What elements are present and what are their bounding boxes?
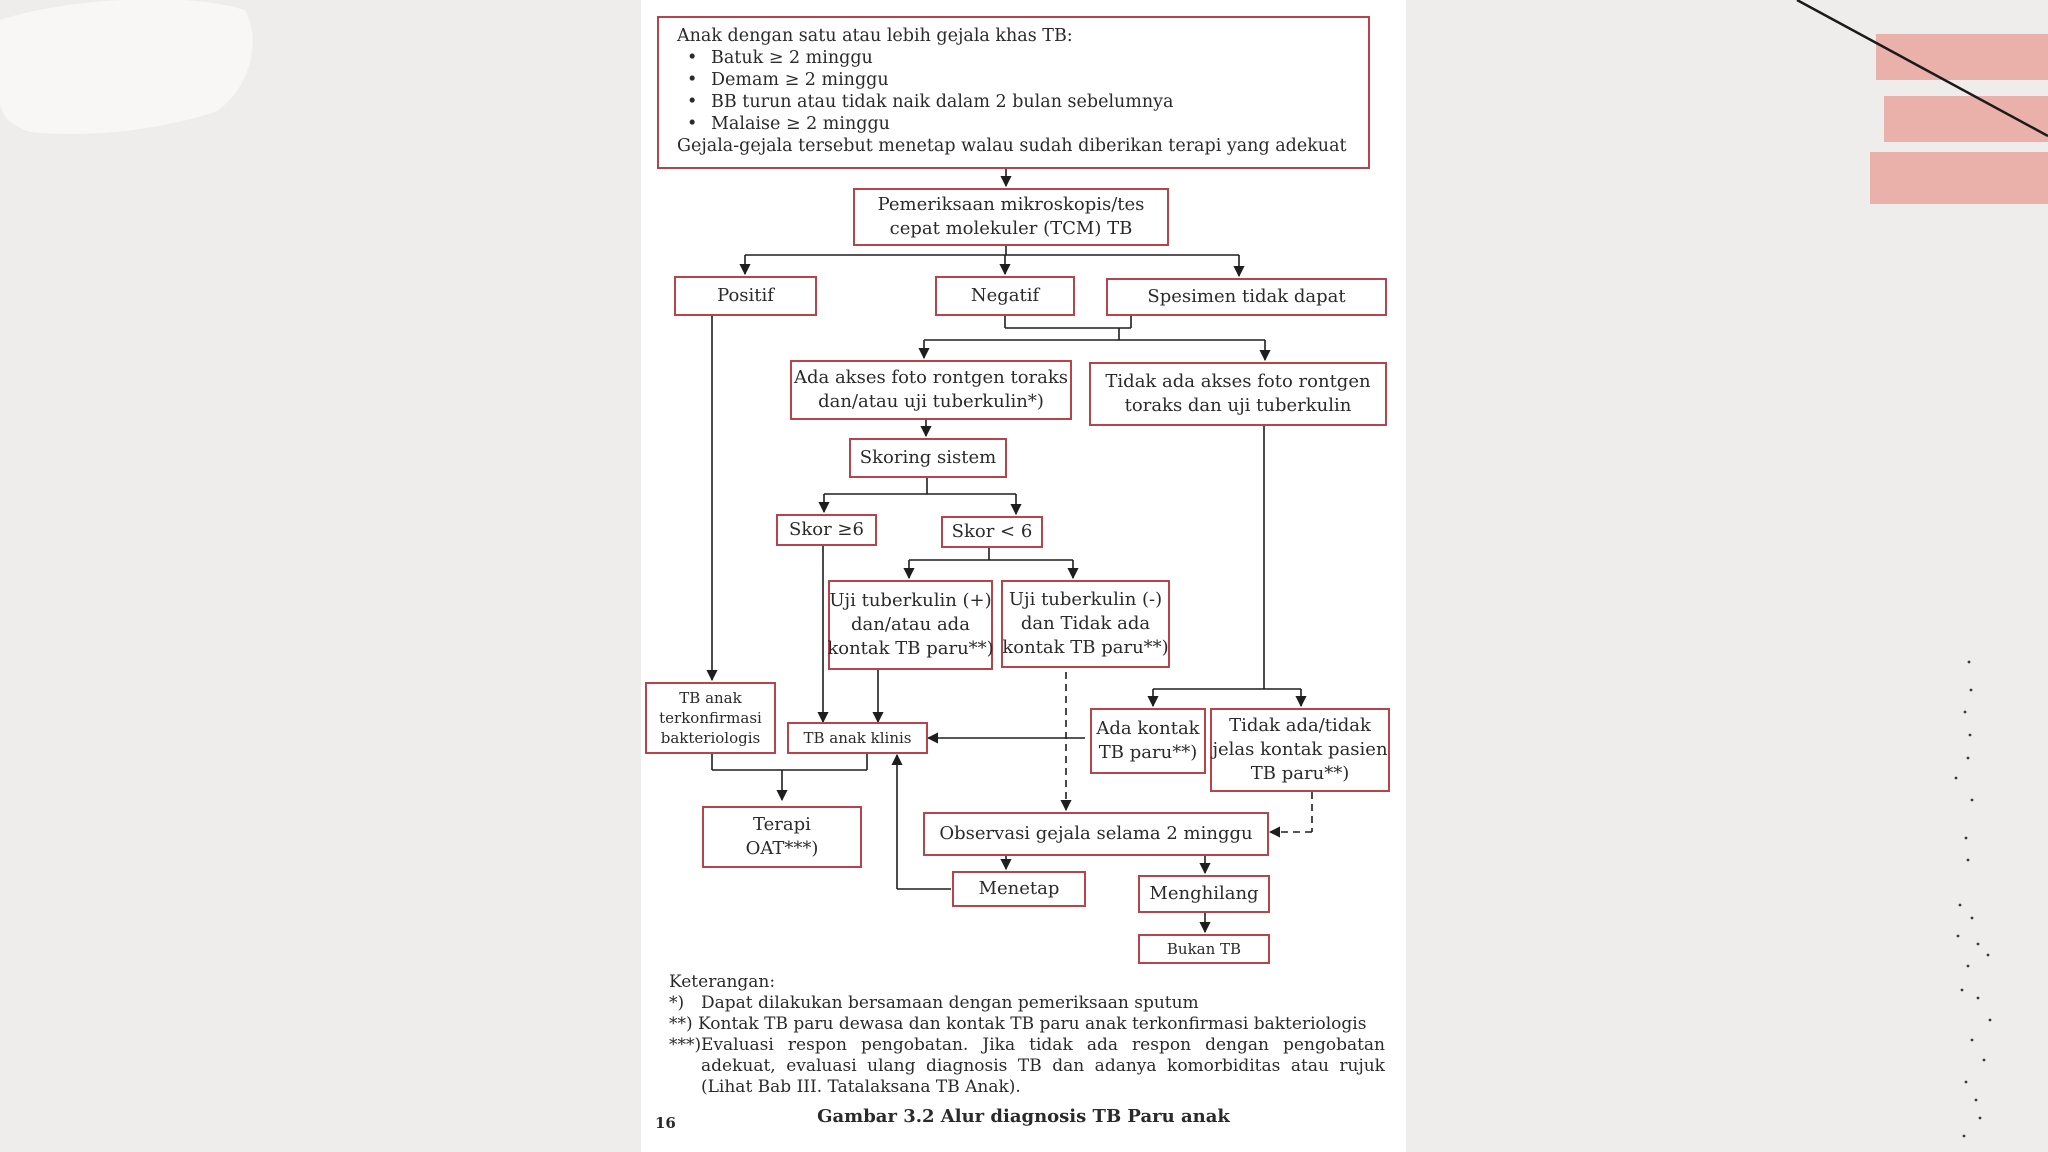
bukan-tb-label: Bukan TB <box>1166 940 1242 958</box>
ada-akses-line: Ada akses foto rontgen toraks <box>793 367 1069 388</box>
ada-kontak-line: TB paru**) <box>1098 742 1198 763</box>
tb-klinis-label: TB anak klinis <box>803 729 912 747</box>
tidak-kontak-line: Tidak ada/tidak <box>1229 715 1371 736</box>
tidak-kontak-line: TB paru**) <box>1250 763 1350 784</box>
ada-kontak-box: Ada kontak TB paru**) <box>1090 708 1206 774</box>
uji-positif-line: Uji tuberkulin (+) <box>829 590 992 611</box>
page-number: 16 <box>655 1114 676 1132</box>
flowchart-connectors <box>706 169 1313 934</box>
tidak-kontak-line: jelas kontak pasien <box>1212 739 1388 760</box>
uji-negatif-line: Uji tuberkulin (-) <box>1008 589 1163 610</box>
skoring-box: Skoring sistem <box>849 438 1007 478</box>
note-3-marker: ***) <box>669 1035 702 1055</box>
spesimen-label: Spesimen tidak dapat <box>1147 286 1346 307</box>
tb-klinis-box: TB anak klinis <box>787 722 928 754</box>
symptom-item: Batuk ≥ 2 minggu <box>687 47 1354 69</box>
terapi-box: Terapi OAT***) <box>702 806 862 868</box>
menghilang-box: Menghilang <box>1138 875 1270 913</box>
symptoms-box: Anak dengan satu atau lebih gejala khas … <box>657 16 1370 169</box>
uji-positif-line: kontak TB paru**) <box>827 638 994 659</box>
skor-high-label: Skor ≥6 <box>789 519 864 540</box>
tb-konfirmasi-line: TB anak <box>679 689 742 707</box>
symptoms-footer: Gejala-gejala tersebut menetap walau sud… <box>677 136 1347 156</box>
note-1-text: Dapat dilakukan bersamaan dengan pemerik… <box>701 993 1199 1013</box>
note-3: ***) Evaluasi respon pengobatan. Jika ti… <box>669 1035 1385 1098</box>
note-1-marker: *) <box>669 993 685 1013</box>
skoring-label: Skoring sistem <box>859 447 997 468</box>
tidak-akses-line: Tidak ada akses foto rontgen <box>1105 371 1371 392</box>
uji-negatif-line: kontak TB paru**) <box>1002 637 1169 658</box>
observasi-label: Observasi gejala selama 2 minggu <box>939 823 1253 844</box>
tidak-akses-line: toraks dan uji tuberkulin <box>1124 395 1352 416</box>
note-3-text: Evaluasi respon pengobatan. Jika tidak a… <box>701 1035 1385 1097</box>
menetap-label: Menetap <box>978 878 1060 899</box>
symptom-list: Batuk ≥ 2 minggu Demam ≥ 2 minggu BB tur… <box>677 47 1354 135</box>
symptoms-heading: Anak dengan satu atau lebih gejala khas … <box>677 26 1073 46</box>
figure-caption: Gambar 3.2 Alur diagnosis TB Paru anak <box>817 1106 1230 1127</box>
spesimen-box: Spesimen tidak dapat <box>1106 278 1387 316</box>
symptom-item: Demam ≥ 2 minggu <box>687 69 1354 91</box>
tb-konfirmasi-box: TB anak terkonfirmasi bakteriologis <box>645 682 776 754</box>
uji-negatif-box: Uji tuberkulin (-) dan Tidak ada kontak … <box>1001 580 1170 668</box>
tb-konfirmasi-line: bakteriologis <box>660 729 761 747</box>
positif-box: Positif <box>674 276 817 316</box>
notes-title: Keterangan: <box>669 972 776 992</box>
terapi-line: OAT***) <box>745 838 819 859</box>
diagonal-line <box>1796 0 2048 138</box>
uji-positif-box: Uji tuberkulin (+) dan/atau ada kontak T… <box>827 580 994 670</box>
tidak-kontak-box: Tidak ada/tidak jelas kontak pasien TB p… <box>1210 708 1390 792</box>
brush-stroke-topleft <box>0 0 253 134</box>
pink-stripe-3 <box>1870 152 2048 204</box>
negatif-label: Negatif <box>970 285 1040 306</box>
note-1: *) Dapat dilakukan bersamaan dengan peme… <box>669 993 1385 1014</box>
terapi-line: Terapi <box>753 814 811 835</box>
symptom-item: BB turun atau tidak naik dalam 2 bulan s… <box>687 91 1354 113</box>
note-2: **) Kontak TB paru dewasa dan kontak TB … <box>669 1014 1367 1034</box>
exam-line: cepat molekuler (TCM) TB <box>889 218 1133 239</box>
skor-low-box: Skor < 6 <box>941 516 1043 548</box>
document-page: Anak dengan satu atau lebih gejala khas … <box>641 0 1406 1152</box>
uji-positif-line: dan/atau ada <box>851 614 970 635</box>
pink-stripe-2 <box>1884 96 2048 142</box>
exam-line: Pemeriksaan mikroskopis/tes <box>877 194 1145 215</box>
tb-konfirmasi-line: terkonfirmasi <box>659 709 762 727</box>
uji-negatif-line: dan Tidak ada <box>1020 613 1151 634</box>
bukan-tb-box: Bukan TB <box>1138 934 1270 964</box>
notes-section: Keterangan: *) Dapat dilakukan bersamaan… <box>669 972 1385 1098</box>
ada-kontak-line: Ada kontak <box>1096 718 1200 739</box>
skor-high-box: Skor ≥6 <box>776 514 877 546</box>
exam-box: Pemeriksaan mikroskopis/tes cepat moleku… <box>853 188 1169 246</box>
negatif-box: Negatif <box>935 276 1075 316</box>
menghilang-label: Menghilang <box>1149 883 1259 904</box>
skor-low-label: Skor < 6 <box>951 521 1033 542</box>
tidak-akses-box: Tidak ada akses foto rontgen toraks dan … <box>1089 362 1387 426</box>
dot-column <box>1954 660 1992 1138</box>
observasi-box: Observasi gejala selama 2 minggu <box>923 812 1269 856</box>
positif-label: Positif <box>717 285 774 306</box>
ada-akses-box: Ada akses foto rontgen toraks dan/atau u… <box>790 360 1072 420</box>
ada-akses-line: dan/atau uji tuberkulin*) <box>818 391 1044 412</box>
symptom-item: Malaise ≥ 2 minggu <box>687 113 1354 135</box>
menetap-box: Menetap <box>952 871 1086 907</box>
